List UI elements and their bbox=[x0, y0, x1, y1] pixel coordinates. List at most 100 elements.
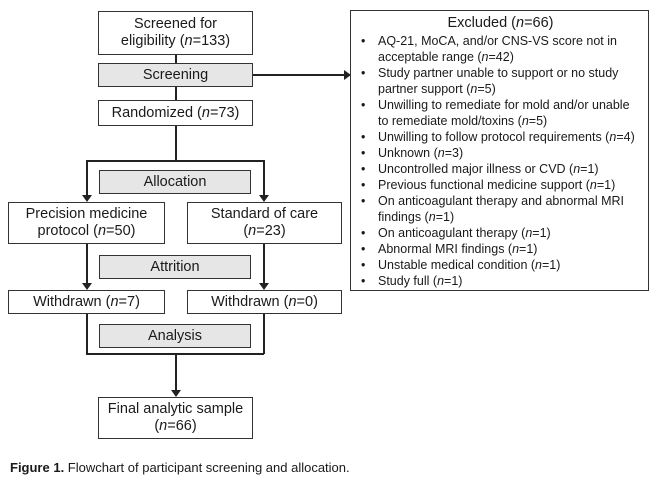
analysis-label-box: Analysis bbox=[99, 324, 251, 348]
excluded-reason-text: AQ-21, MoCA, and/or CNS-VS score not in … bbox=[378, 34, 617, 64]
standard-n: n bbox=[248, 223, 257, 239]
precision-line1: Precision medicine bbox=[25, 206, 148, 222]
excluded-reason-item: Uncontrolled major illness or CVD (n=1) bbox=[359, 161, 642, 177]
screening-label-box: Screening bbox=[98, 63, 253, 87]
screening-label: Screening bbox=[142, 66, 209, 83]
excluded-reason-item: Abnormal MRI findings (n=1) bbox=[359, 241, 642, 257]
randomized-prefix: Randomized ( bbox=[111, 104, 202, 121]
allocation-frame-top bbox=[86, 160, 264, 162]
excluded-count: =66) bbox=[524, 15, 554, 31]
final-count: =66) bbox=[167, 418, 197, 434]
excluded-reason-item: Previous functional medicine support (n=… bbox=[359, 177, 642, 193]
excluded-reason-count: =1) bbox=[444, 274, 463, 288]
excluded-reason-text: Study partner unable to support or no st… bbox=[378, 66, 619, 96]
withdrawn-right-count: =0) bbox=[296, 293, 318, 310]
excluded-reason-count: =5) bbox=[477, 82, 496, 96]
excluded-reason-n: n bbox=[437, 274, 445, 288]
excluded-reason-n: n bbox=[512, 242, 520, 256]
attrition-label: Attrition bbox=[150, 258, 200, 275]
withdrawn-right-box: Withdrawn (n=0) bbox=[187, 290, 342, 314]
excluded-reason-item: On anticoagulant therapy (n=1) bbox=[359, 225, 642, 241]
final-line2: (n=66) bbox=[154, 418, 196, 435]
excluded-reason-item: Study full (n=1) bbox=[359, 273, 642, 289]
excluded-reason-count: =1) bbox=[580, 162, 599, 176]
allocation-label: Allocation bbox=[143, 173, 207, 190]
screened-count-prefix: eligibility ( bbox=[120, 33, 185, 49]
excluded-title-n: n bbox=[516, 15, 525, 31]
final-line1: Final analytic sample bbox=[107, 401, 244, 417]
randomized-count: =73) bbox=[209, 104, 240, 121]
arrowhead-excluded bbox=[344, 70, 351, 80]
allocation-frame-left bbox=[86, 160, 88, 198]
excluded-reason-text: Unwilling to follow protocol requirement… bbox=[378, 130, 610, 144]
connector-screening-excluded bbox=[252, 74, 345, 76]
screened-line2: eligibility (n=133) bbox=[121, 33, 230, 50]
withdrawn-left-text: Withdrawn (n=7) bbox=[33, 294, 140, 311]
standard-of-care-box: Standard of care (n=23) bbox=[187, 202, 342, 244]
excluded-reason-count: =4) bbox=[616, 130, 635, 144]
excluded-reason-count: =1) bbox=[532, 226, 551, 240]
final-prefix: ( bbox=[154, 418, 160, 434]
connector-randomized-split bbox=[175, 126, 177, 161]
withdrawn-left-box: Withdrawn (n=7) bbox=[8, 290, 165, 314]
randomized-box: Randomized (n=73) bbox=[98, 100, 253, 126]
arrowhead-final bbox=[171, 390, 181, 397]
final-n: n bbox=[159, 418, 168, 434]
analysis-frame-left bbox=[86, 312, 88, 354]
excluded-reason-item: Unstable medical condition (n=1) bbox=[359, 257, 642, 273]
excluded-reason-item: Study partner unable to support or no st… bbox=[359, 65, 642, 97]
final-sample-box: Final analytic sample (n=66) bbox=[98, 397, 253, 439]
withdrawn-left-n: n bbox=[110, 293, 119, 310]
connector-standard-withdrawn bbox=[263, 244, 265, 286]
attrition-label-box: Attrition bbox=[99, 255, 251, 279]
excluded-reason-n: n bbox=[573, 162, 581, 176]
standard-prefix: ( bbox=[243, 223, 249, 239]
arrowhead-withdrawn-right bbox=[259, 283, 269, 290]
excluded-reason-item: On anticoagulant therapy and abnormal MR… bbox=[359, 193, 642, 225]
excluded-reason-n: n bbox=[481, 50, 489, 64]
excluded-reason-text: Unwilling to remediate for mold and/or u… bbox=[378, 98, 630, 128]
randomized-n: n bbox=[201, 104, 210, 121]
excluded-reasons-list: AQ-21, MoCA, and/or CNS-VS score not in … bbox=[359, 33, 642, 289]
excluded-reason-text: On anticoagulant therapy and abnormal MR… bbox=[378, 194, 624, 224]
allocation-label-box: Allocation bbox=[99, 170, 251, 194]
caption-label: Figure 1. bbox=[10, 460, 65, 475]
standard-count: =23) bbox=[256, 223, 286, 239]
excluded-reason-item: Unwilling to remediate for mold and/or u… bbox=[359, 97, 642, 129]
screened-box: Screened for eligibility (n=133) bbox=[98, 11, 253, 55]
excluded-box: Excluded (n=66) AQ-21, MoCA, and/or CNS-… bbox=[350, 10, 649, 291]
excluded-title-prefix: Excluded ( bbox=[447, 15, 516, 31]
excluded-reason-n: n bbox=[437, 146, 445, 160]
excluded-reason-text: On anticoagulant therapy ( bbox=[378, 226, 526, 240]
standard-line1: Standard of care bbox=[210, 206, 319, 222]
excluded-reason-n: n bbox=[535, 258, 542, 272]
arrowhead-standard bbox=[259, 195, 269, 202]
caption-text: Flowchart of participant screening and a… bbox=[64, 460, 350, 475]
connector-analysis-final bbox=[175, 353, 177, 393]
withdrawn-right-n: n bbox=[288, 293, 297, 310]
arrowhead-precision bbox=[82, 195, 92, 202]
allocation-frame-right bbox=[263, 160, 265, 198]
excluded-reason-text: Previous functional medicine support ( bbox=[378, 178, 590, 192]
excluded-reason-n: n bbox=[589, 178, 597, 192]
withdrawn-left-prefix: Withdrawn ( bbox=[33, 293, 111, 310]
withdrawn-right-prefix: Withdrawn ( bbox=[211, 293, 289, 310]
standard-line2: (n=23) bbox=[243, 223, 285, 240]
screened-count: =133) bbox=[192, 33, 231, 49]
analysis-label: Analysis bbox=[148, 327, 202, 344]
excluded-reason-count: =1) bbox=[541, 258, 561, 272]
excluded-reason-count: =3) bbox=[444, 146, 464, 160]
excluded-reason-item: Unwilling to follow protocol requirement… bbox=[359, 129, 642, 145]
excluded-reason-text: Abnormal MRI findings ( bbox=[378, 242, 513, 256]
excluded-reason-text: Unstable medical condition ( bbox=[378, 258, 536, 272]
excluded-reason-n: n bbox=[609, 130, 617, 144]
screened-n: n bbox=[184, 33, 193, 49]
precision-line2: protocol (n=50) bbox=[38, 223, 136, 240]
excluded-reason-n: n bbox=[521, 114, 529, 128]
analysis-frame-right bbox=[263, 312, 265, 354]
excluded-reason-count: =5) bbox=[528, 114, 548, 128]
excluded-reason-count: =1) bbox=[519, 242, 538, 256]
precision-medicine-box: Precision medicine protocol (n=50) bbox=[8, 202, 165, 244]
precision-n: n bbox=[97, 223, 107, 239]
precision-prefix: protocol ( bbox=[37, 223, 98, 239]
